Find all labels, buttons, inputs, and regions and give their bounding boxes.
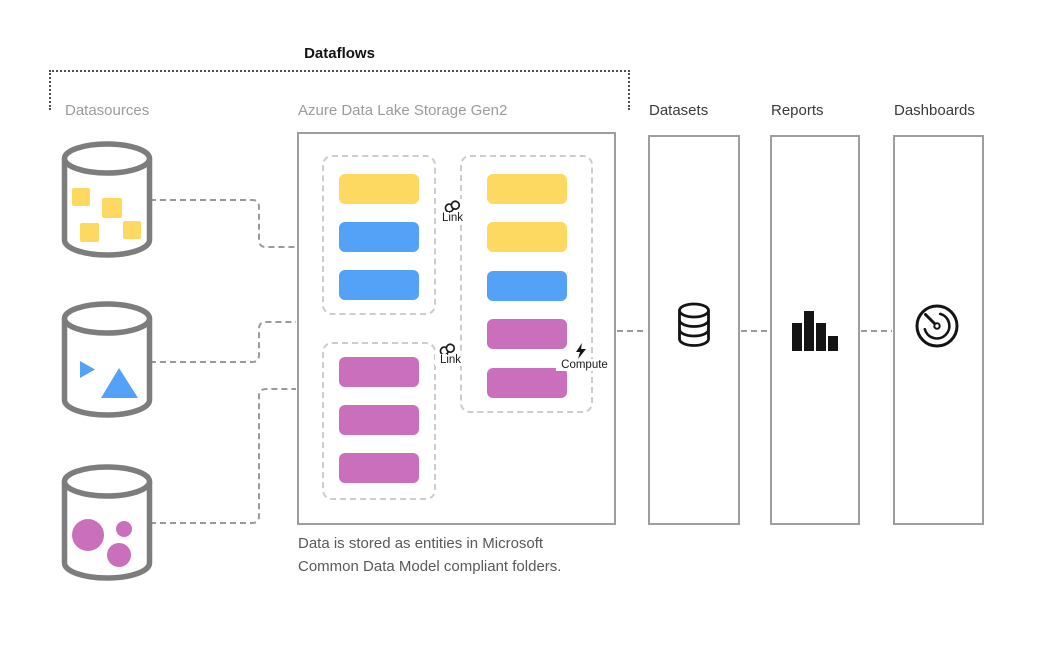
dashboards-gauge-icon	[915, 304, 959, 348]
datasets-label: Datasets	[649, 102, 709, 119]
entity-rect-yellow	[486, 222, 567, 253]
entity-rect-magenta	[486, 319, 567, 350]
dataflows-title: Dataflows	[304, 45, 375, 62]
entity-rect-magenta	[339, 405, 419, 435]
entity-rect-blue	[486, 270, 567, 301]
datasources-label: Datasources	[65, 102, 150, 119]
link-label-2: Link	[435, 354, 466, 366]
compute-label: Compute	[556, 359, 613, 371]
datasets-database-icon	[678, 302, 710, 347]
datasource-tables-cylinder-icon	[61, 141, 153, 258]
dashboards-label: Dashboards	[894, 102, 975, 119]
entity-rect-yellow	[339, 174, 419, 204]
entity-rect-magenta	[339, 357, 419, 387]
dashboards-box	[893, 135, 984, 525]
entity-rect-blue	[339, 270, 419, 300]
reports-box	[770, 135, 860, 525]
staging-entities-group-1	[322, 155, 436, 315]
entity-rect-yellow	[486, 174, 567, 204]
entity-rect-magenta	[486, 367, 567, 398]
datasource-shapes-cylinder-icon	[61, 301, 153, 418]
reports-label: Reports	[771, 102, 824, 119]
adls-caption: Data is stored as entities in Microsoft …	[298, 535, 562, 575]
connector-datasource2-to-adls	[150, 321, 296, 363]
entity-rect-blue	[339, 222, 419, 252]
connector-datasource1-to-adls	[150, 199, 296, 248]
entity-rect-magenta	[339, 453, 419, 483]
lightning-icon	[575, 343, 587, 359]
link-icon	[443, 199, 462, 214]
reports-bar-chart-icon	[792, 311, 838, 351]
link-label-1: Link	[437, 212, 468, 224]
connector-datasource3-to-adls	[150, 388, 296, 524]
curated-entities-group	[460, 155, 593, 413]
datasource-blobs-cylinder-icon	[61, 464, 153, 581]
dataflows-bracket	[49, 70, 630, 110]
adls-label: Azure Data Lake Storage Gen2	[298, 102, 508, 119]
staging-entities-group-2	[322, 342, 436, 500]
datasets-box	[648, 135, 740, 525]
link-icon	[438, 342, 457, 357]
